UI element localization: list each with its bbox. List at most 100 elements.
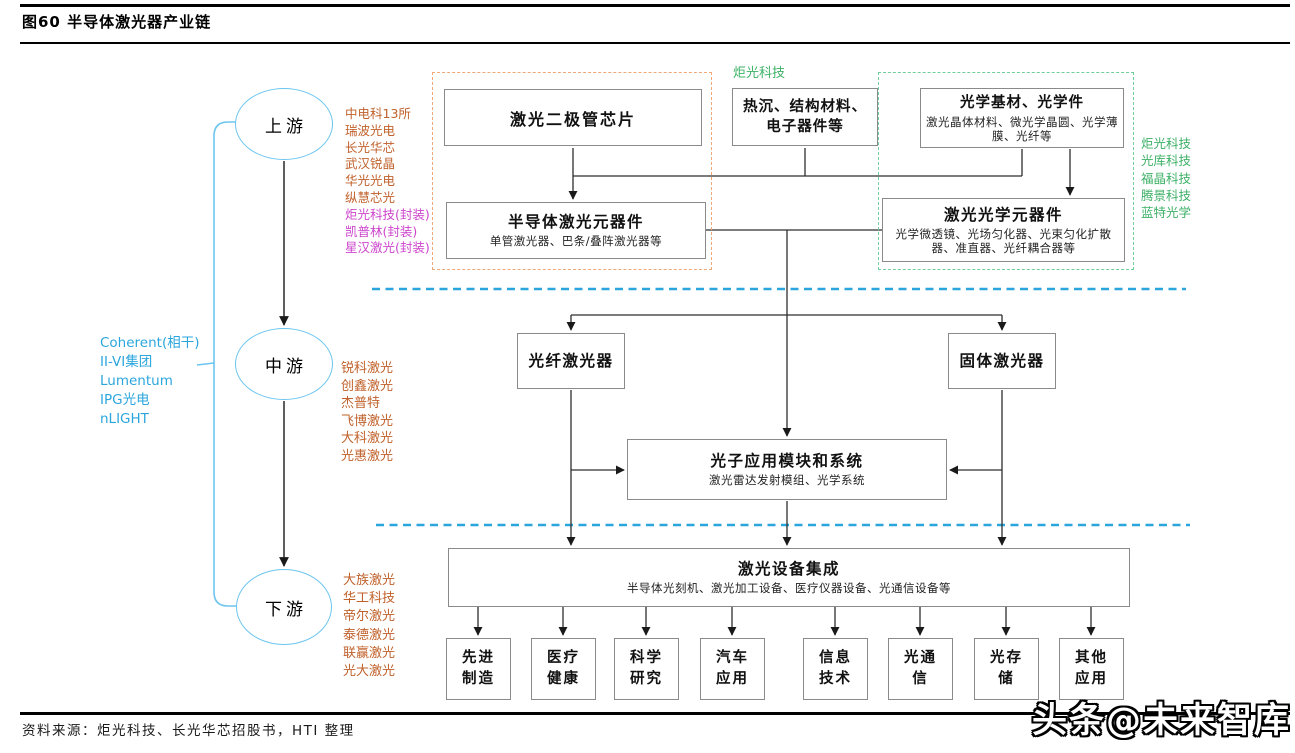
company-item: 华工科技 (343, 591, 396, 607)
company-item: 炬光科技 (1141, 136, 1192, 151)
midstream-company-list: 锐科激光 创鑫激光 杰普特 飞博激光 大科激光 光惠激光 (341, 360, 393, 465)
company-item: nLIGHT (100, 411, 149, 427)
app-label-line: 健康 (547, 671, 580, 687)
box-fiber-laser: 光纤激光器 (517, 333, 625, 389)
box-subtitle: 光学微透镜、光场匀化器、光束匀化扩散器、准直器、光纤耦合器等 (895, 226, 1112, 256)
international-company-list: Coherent(相干) II-VI集团 Lumentum IPG光电 nLIG… (100, 334, 200, 429)
box-laser-equipment-integration: 激光设备集成 半导体光刻机、激光加工设备、医疗仪器设备、光通信设备等 (448, 548, 1130, 607)
box-title: 半导体激光元器件 (507, 213, 644, 232)
company-item: 光惠激光 (341, 448, 394, 464)
app-label-line: 医疗 (547, 650, 580, 666)
header-rule-bottom (20, 42, 1290, 45)
company-item: 星汉激光(封装) (345, 240, 430, 256)
box-title: 光子应用模块和系统 (710, 452, 864, 471)
stage-circle-downstream: 下游 (236, 569, 332, 645)
app-box-advanced-manufacturing: 先进 制造 (446, 638, 511, 700)
stage-label-upstream: 上游 (265, 116, 307, 137)
app-label-line: 科学 (630, 650, 663, 666)
app-label-line: 应用 (1075, 671, 1108, 687)
app-label-line: 信息 (819, 650, 852, 666)
app-label-line: 其他 (1075, 650, 1108, 666)
box-title: 固体激光器 (959, 352, 1045, 370)
box-subtitle: 半导体光刻机、激光加工设备、医疗仪器设备、光通信设备等 (627, 581, 951, 596)
app-label-line: 储 (998, 671, 1015, 687)
app-label-line: 应用 (716, 671, 749, 687)
company-item: 福晶科技 (1141, 170, 1192, 186)
app-label-line: 光存 (990, 650, 1023, 666)
app-label-line: 先进 (462, 650, 495, 666)
app-box-optical-communication: 光通 信 (888, 638, 953, 700)
header-rule-top (20, 4, 1290, 8)
app-box-medical-health: 医疗 健康 (531, 638, 596, 700)
company-item: 创鑫激光 (341, 378, 394, 394)
downstream-company-list: 大族激光 华工科技 帝尔激光 泰德激光 联赢激光 光大激光 (343, 572, 395, 681)
company-item: 大科激光 (341, 431, 394, 446)
box-semiconductor-laser-components: 半导体激光元器件 单管激光器、巴条/叠阵激光器等 (446, 202, 706, 259)
app-label-line: 信 (912, 671, 929, 687)
stage-label-downstream: 下游 (265, 599, 307, 620)
box-subtitle: 激光雷达发射模组、光学系统 (709, 473, 865, 488)
company-item: 联赢激光 (343, 645, 396, 661)
app-box-other-applications: 其他 应用 (1059, 638, 1124, 700)
company-item: 光大激光 (343, 664, 396, 680)
app-label-line: 研究 (630, 671, 663, 687)
app-label-line: 技术 (819, 671, 852, 687)
company-item: 长光华芯 (345, 139, 396, 155)
company-item: 纵慧芯光 (345, 189, 396, 205)
box-subtitle: 激光晶体材料、微光学晶圆、光学薄膜、光纤等 (926, 114, 1118, 144)
company-item: 腾景科技 (1141, 187, 1192, 203)
company-item: 武汉锐晶 (345, 156, 396, 172)
optics-supplier-list: 炬光科技 光库科技 福晶科技 腾景科技 蓝特光学 (1141, 135, 1191, 221)
app-label-line: 汽车 (716, 650, 749, 666)
company-item: 杰普特 (341, 396, 381, 411)
company-item: II-VI集团 (100, 354, 153, 370)
company-item: 飞博激光 (341, 413, 394, 429)
box-photonic-modules-systems: 光子应用模块和系统 激光雷达发射模组、光学系统 (627, 439, 947, 500)
stage-circle-upstream: 上游 (235, 88, 333, 160)
upstream-company-list: 中电科13所 瑞波光电 长光华芯 武汉锐晶 华光光电 纵慧芯光 炬光科技(封装)… (345, 106, 430, 257)
company-item: IPG光电 (100, 392, 150, 408)
company-item: 中电科13所 (345, 106, 411, 121)
stage-circle-midstream: 中游 (235, 328, 333, 400)
footer-rule (20, 712, 1290, 715)
company-item: 泰德激光 (343, 627, 396, 643)
box-laser-diode-chip: 激光二极管芯片 (444, 89, 702, 146)
box-laser-optical-components: 激光光学元器件 光学微透镜、光场匀化器、光束匀化扩散器、准直器、光纤耦合器等 (882, 198, 1125, 262)
company-item: 凯普林(封装) (345, 223, 418, 239)
box-title: 光纤激光器 (528, 352, 614, 370)
box-title: 激光光学元器件 (943, 205, 1063, 224)
box-title: 激光二极管芯片 (509, 109, 636, 129)
box-heatsink-materials: 热沉、结构材料、电子器件等 (732, 88, 878, 146)
stage-bracket (213, 121, 238, 607)
heatsink-supplier-label: 炬光科技 (733, 66, 786, 81)
upstream-chip-group-outline (432, 72, 712, 270)
company-item: Lumentum (100, 373, 173, 389)
company-item: 华光光电 (345, 173, 396, 189)
company-item: 瑞波光电 (345, 122, 396, 138)
app-box-optical-storage: 光存 储 (974, 638, 1039, 700)
app-box-automotive: 汽车 应用 (700, 638, 765, 700)
company-item: 炬光科技(封装) (345, 206, 430, 222)
box-solid-state-laser: 固体激光器 (948, 333, 1056, 389)
app-label-line: 制造 (462, 671, 495, 687)
upstream-optics-group-outline (878, 72, 1134, 270)
company-item: Coherent(相干) (100, 335, 200, 351)
stage-label-midstream: 中游 (265, 356, 307, 377)
box-title: 热沉、结构材料、电子器件等 (743, 99, 867, 135)
app-box-information-technology: 信息 技术 (803, 638, 868, 700)
box-title: 激光设备集成 (737, 560, 840, 579)
app-label-line: 光通 (904, 650, 937, 666)
source-note: 资料来源：炬光科技、长光华芯招股书，HTI 整理 (22, 723, 355, 739)
company-item: 大族激光 (343, 573, 396, 588)
stage-bracket-tick (196, 362, 215, 366)
app-box-scientific-research: 科学 研究 (614, 638, 679, 700)
box-subtitle: 单管激光器、巴条/叠阵激光器等 (489, 234, 663, 249)
company-item: 蓝特光学 (1141, 205, 1192, 221)
box-title: 光学基材、光学件 (960, 94, 1084, 111)
figure-title: 图60 半导体激光器产业链 (22, 13, 212, 31)
company-item: 帝尔激光 (343, 609, 396, 625)
company-item: 锐科激光 (341, 361, 394, 376)
company-item: 光库科技 (1141, 153, 1192, 169)
